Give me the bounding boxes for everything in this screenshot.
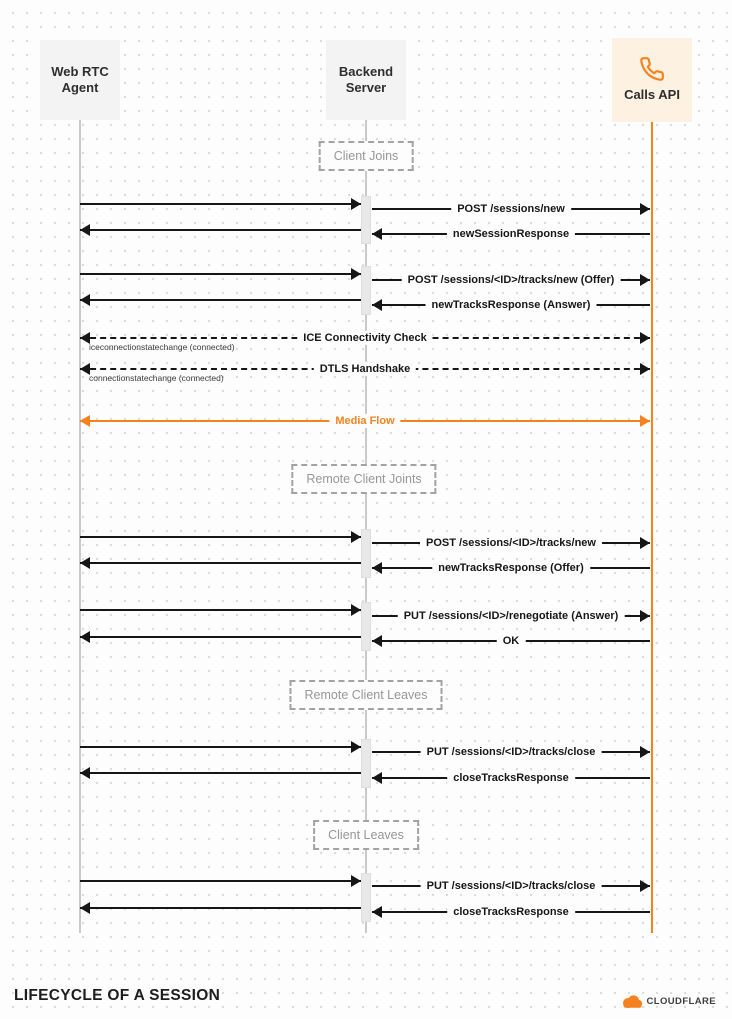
section-client-joins: Client Joins [318,141,414,171]
caption-connectionstatechange: connectionstatechange (connected) [89,373,224,383]
actor-calls-api-label: Calls API [624,87,680,103]
message-put-renegotiate-answer: PUT /sessions/<ID>/renegotiate (Answer) [397,608,625,624]
arrow-callsapi-to-backend: newTracksResponse (Answer) [372,297,650,313]
lifeline-calls-api [651,122,653,933]
arrow-backend-to-callsapi: POST /sessions/new [372,201,650,217]
message-ok: OK [496,633,526,649]
section-client-leaves: Client Leaves [313,820,419,850]
arrow-ice-connectivity-check: ICE Connectivity Check [80,330,650,346]
arrow-callsapi-to-backend: newSessionResponse [372,226,650,242]
message-put-tracks-close: PUT /sessions/<ID>/tracks/close [420,878,602,894]
message-post-sessions-new: POST /sessions/new [451,201,571,217]
message-close-tracks-response: closeTracksResponse [447,904,575,920]
activation-bar [361,873,371,922]
arrow-callsapi-to-backend: newTracksResponse (Offer) [372,560,650,576]
activation-bar [361,602,371,651]
arrow-backend-to-agent [80,294,361,306]
message-ice-connectivity-check: ICE Connectivity Check [297,330,433,346]
actor-backend-server: Backend Server [326,40,406,120]
cloudflare-wordmark: CLOUDFLARE [646,996,716,1007]
arrow-agent-to-backend [80,531,361,543]
activation-bar [361,529,371,578]
arrow-backend-to-agent [80,767,361,779]
arrow-backend-to-callsapi: PUT /sessions/<ID>/tracks/close [372,744,650,760]
caption-iceconnectionstatechange: iceconnectionstatechange (connected) [89,342,235,352]
cloudflare-cloud-icon [622,995,642,1008]
section-remote-client-leaves: Remote Client Leaves [289,680,443,710]
arrow-callsapi-to-backend: OK [372,633,650,649]
message-post-tracks-new-offer: POST /sessions/<ID>/tracks/new (Offer) [401,272,621,288]
actor-web-rtc-agent-label: Web RTC Agent [51,63,109,95]
phone-icon [640,57,664,82]
message-put-tracks-close: PUT /sessions/<ID>/tracks/close [420,744,602,760]
arrow-agent-to-backend [80,268,361,280]
actor-calls-api: Calls API [612,38,692,122]
arrow-agent-to-backend [80,604,361,616]
message-new-tracks-response-offer: newTracksResponse (Offer) [432,560,590,576]
message-dtls-handshake: DTLS Handshake [313,361,417,377]
arrow-backend-to-callsapi: POST /sessions/<ID>/tracks/new [372,535,650,551]
arrow-agent-to-backend [80,741,361,753]
lifeline-web-rtc-agent [79,120,81,933]
message-media-flow: Media Flow [329,413,401,429]
arrow-backend-to-agent [80,557,361,569]
message-post-tracks-new: POST /sessions/<ID>/tracks/new [420,535,602,551]
arrow-backend-to-callsapi: PUT /sessions/<ID>/renegotiate (Answer) [372,608,650,624]
arrow-agent-to-backend [80,198,361,210]
section-remote-client-joins: Remote Client Joints [291,464,437,494]
activation-bar [361,266,371,315]
arrow-callsapi-to-backend: closeTracksResponse [372,770,650,786]
activation-bar [361,739,371,788]
page-title: LIFECYCLE OF A SESSION [14,987,221,1004]
message-close-tracks-response: closeTracksResponse [447,770,575,786]
arrow-agent-to-backend [80,875,361,887]
arrow-backend-to-callsapi: PUT /sessions/<ID>/tracks/close [372,878,650,894]
actor-backend-server-label: Backend Server [338,63,394,95]
cloudflare-logo: CLOUDFLARE [621,995,716,1008]
arrow-backend-to-agent [80,631,361,643]
arrow-dtls-handshake: DTLS Handshake [80,361,650,377]
actor-web-rtc-agent: Web RTC Agent [40,40,120,120]
arrow-backend-to-callsapi: POST /sessions/<ID>/tracks/new (Offer) [372,272,650,288]
arrow-backend-to-agent [80,902,361,914]
activation-bar [361,196,371,244]
arrow-media-flow: Media Flow [80,413,650,429]
arrow-callsapi-to-backend: closeTracksResponse [372,904,650,920]
message-new-tracks-response-answer: newTracksResponse (Answer) [425,297,597,313]
arrow-backend-to-agent [80,224,361,236]
lifeline-backend-server [365,120,367,933]
message-new-session-response: newSessionResponse [446,226,576,242]
